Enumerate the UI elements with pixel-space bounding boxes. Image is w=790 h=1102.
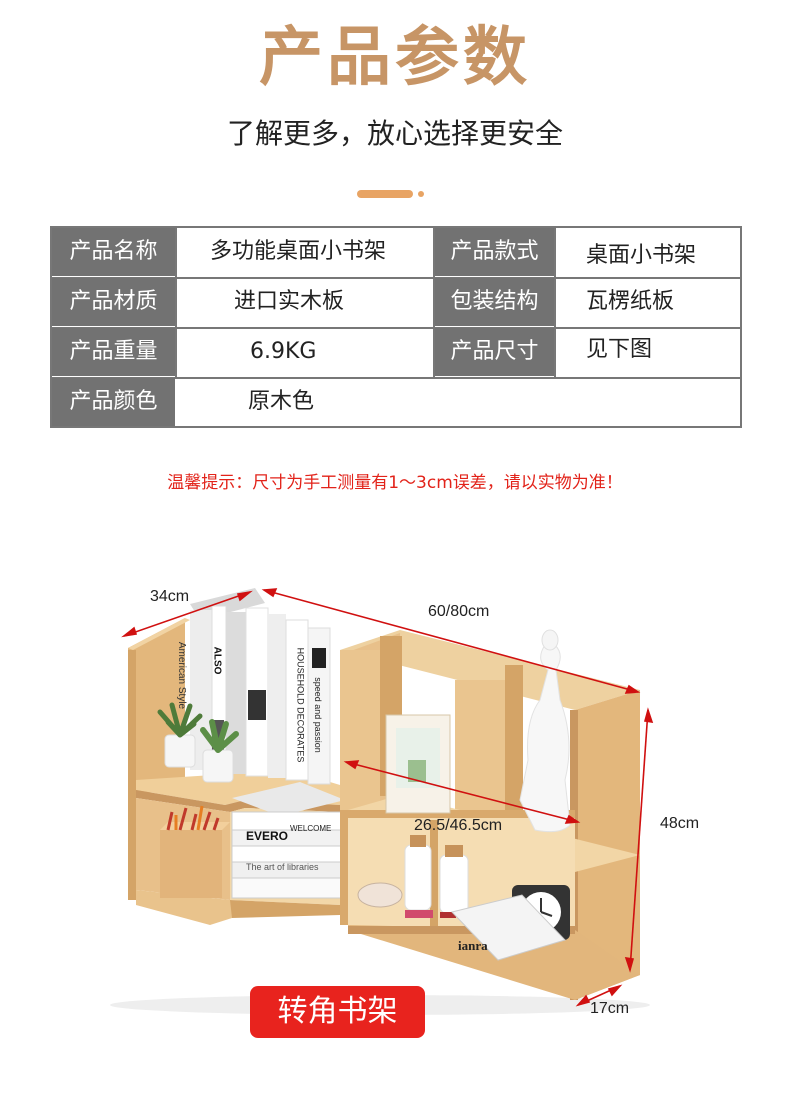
spec-row: 产品颜色 原木色	[52, 378, 740, 428]
spec-label: 产品名称	[52, 228, 175, 276]
book-spine-text: WELCOME	[290, 824, 332, 833]
divider-dot	[418, 191, 424, 197]
spec-label: 产品重量	[52, 328, 175, 376]
book-spine-text: The art of libraries	[246, 862, 319, 872]
dimension-base-label: 17cm	[590, 1000, 630, 1017]
spec-row: 产品重量 6.9KG 产品尺寸 见下图	[52, 328, 740, 379]
book-spine-text: ALSO	[211, 646, 223, 675]
spec-value: 6.9KG	[250, 339, 317, 364]
book-spine-text: American Style	[176, 641, 188, 710]
spec-value: 进口实木板	[234, 289, 345, 314]
spec-label: 产品款式	[435, 228, 554, 276]
book-spine-text: HOUSEHOLD DECORATES	[295, 647, 306, 763]
book-spine-text: ianra	[458, 938, 488, 953]
spec-table: 产品名称 多功能桌面小书架 产品款式 桌面小书架 产品材质 进口实木板 包装结构…	[50, 226, 742, 428]
notice-text: 温馨提示：尺寸为手工测量有1～3cm误差，请以实物为准！	[167, 473, 623, 493]
dimension-depth-label: 34cm	[150, 588, 190, 605]
table-divider	[175, 228, 177, 378]
spec-row: 产品材质 进口实木板 包装结构 瓦楞纸板	[52, 278, 740, 329]
spec-value: 见下图	[586, 337, 653, 362]
dimension-width-label: 60/80cm	[428, 603, 490, 620]
table-divider	[433, 228, 435, 378]
page-title: 产品参数	[259, 21, 531, 95]
spec-label: 产品尺寸	[435, 328, 554, 376]
product-image	[110, 588, 654, 1015]
spec-value: 原木色	[248, 389, 315, 414]
spec-label: 产品颜色	[52, 378, 175, 426]
spec-value: 多功能桌面小书架	[210, 239, 387, 264]
spec-label: 产品材质	[52, 278, 175, 326]
spec-value: 瓦楞纸板	[586, 289, 675, 314]
product-type-badge: 转角书架	[250, 986, 425, 1038]
table-divider	[554, 228, 556, 378]
spec-label: 包装结构	[435, 278, 554, 326]
dimension-height-label: 48cm	[660, 815, 700, 832]
book-spine-text: speed and passion	[312, 677, 323, 753]
spec-value: 桌面小书架	[586, 243, 697, 268]
dimension-inner-label: 26.5/46.5cm	[414, 817, 503, 834]
book-spine-text: EVERO	[246, 829, 289, 843]
page-subtitle: 了解更多，放心选择更安全	[226, 117, 563, 150]
spec-row: 产品名称 多功能桌面小书架 产品款式 桌面小书架	[52, 228, 740, 279]
divider-bar	[357, 190, 413, 198]
